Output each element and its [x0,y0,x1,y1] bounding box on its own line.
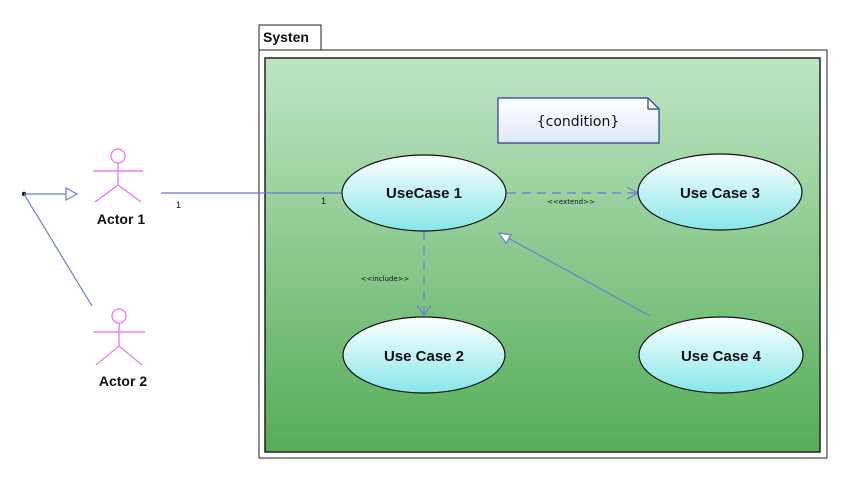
extend-stereotype: <<extend>> [547,198,595,206]
generalization-arrowhead [65,186,79,202]
include-arrowhead [416,304,432,317]
association-actor1-usecase1[interactable]: 1 1 [161,192,345,210]
multiplicity-actor-end: 1 [176,200,181,210]
generalization-uc-arrowhead [497,232,512,245]
include-stereotype: <<include>> [361,275,410,283]
usecase-4-ellipse [638,316,804,394]
note-fold-corner [647,98,659,110]
generalization-actor2-actor1[interactable] [21,186,93,307]
usecase-4-label: Use Case 4 [681,348,762,365]
note-text: {condition} [537,114,620,130]
usecase-3[interactable]: Use Case 3 [637,153,803,231]
multiplicity-usecase-end: 1 [321,196,326,206]
actor-2[interactable]: Actor 2 [93,308,147,389]
usecase-3-ellipse [637,153,803,231]
usecase-2-label: Use Case 2 [384,348,464,365]
usecase-4[interactable]: Use Case 4 [638,316,804,394]
generalization-usecase4-usecase1[interactable] [497,232,651,317]
usecase-2-ellipse [342,316,506,394]
system-boundary[interactable]: Systen [258,24,828,459]
condition-note[interactable]: {condition} [497,97,660,144]
system-title: Systen [263,29,309,45]
usecase-1[interactable]: UseCase 1 [341,154,507,232]
generalization-uc-line [507,237,651,317]
include-usecase1-usecase2[interactable]: <<include>> [361,231,432,317]
system-tab [258,24,322,51]
actor-2-label: Actor 2 [99,373,147,389]
note-shape [497,97,660,144]
actor-1[interactable]: Actor 1 [93,148,145,227]
usecase-1-ellipse [341,154,507,232]
actor-2-icon [93,308,145,366]
actor-1-label: Actor 1 [97,211,145,227]
generalization-line-actor2 [23,193,93,307]
usecase-3-label: Use Case 3 [680,185,760,202]
usecase-2[interactable]: Use Case 2 [342,316,506,394]
actor-1-icon [93,148,143,203]
usecase-1-label: UseCase 1 [386,185,462,202]
